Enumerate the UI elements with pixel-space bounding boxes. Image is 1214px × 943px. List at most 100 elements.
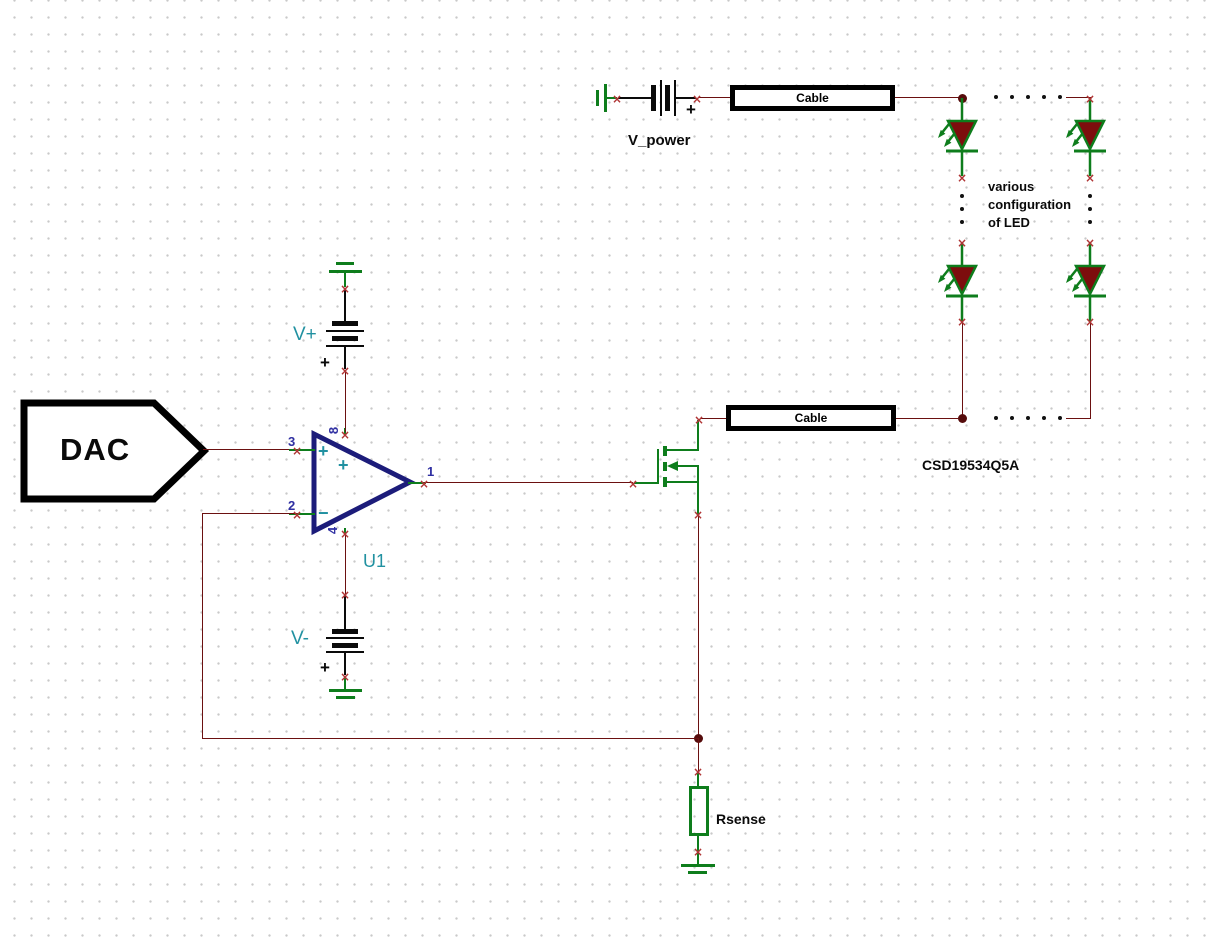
wire — [896, 418, 958, 419]
wire — [345, 371, 346, 432]
opamp-pin3-number: 3 — [288, 434, 296, 449]
mosfet-source-lead — [667, 481, 699, 483]
pin-x-icon: × — [291, 508, 303, 522]
pin-x-icon: × — [339, 282, 351, 296]
vplus-ground-bar — [329, 270, 362, 273]
pin-x-icon: × — [339, 428, 351, 442]
mosfet-source-lead — [697, 465, 699, 515]
pin-x-icon: × — [339, 527, 351, 541]
ellipsis-dot — [1088, 207, 1092, 211]
vminus-battery-plate — [326, 637, 364, 639]
pin-x-icon: × — [1084, 92, 1096, 106]
opamp-pin4-number: 4 — [325, 526, 341, 535]
led-note-line2: configuration — [988, 197, 1072, 212]
vpower-battery[interactable] — [651, 85, 656, 111]
pin-x-icon: × — [1084, 171, 1096, 185]
wire — [698, 739, 699, 771]
mosfet-gate-bar[interactable] — [657, 449, 659, 484]
opamp-minus-marker: − — [318, 503, 329, 523]
pin-x-icon: × — [956, 236, 968, 250]
led-note-line1: various — [988, 179, 1035, 194]
wire — [698, 515, 699, 738]
ellipsis-dot — [994, 95, 998, 99]
ellipsis-dot — [1058, 416, 1062, 420]
battery-plus-label: + — [686, 100, 696, 119]
vpower-ground-stub — [607, 97, 617, 99]
vminus-label: V- — [291, 628, 309, 649]
vpower-battery-plate — [674, 80, 676, 116]
vplus-ground-stub — [344, 273, 346, 287]
ellipsis-dot — [960, 194, 964, 198]
wire — [345, 533, 346, 594]
battery-plus-label: + — [320, 353, 330, 372]
vminus-battery[interactable] — [332, 629, 358, 634]
vpower-ground-icon[interactable] — [596, 90, 599, 106]
ellipsis-dot — [1042, 416, 1046, 420]
mosfet-gate-wire — [634, 482, 659, 484]
vplus-battery-plate — [332, 336, 358, 341]
pin-x-icon: × — [956, 171, 968, 185]
junction-dot — [958, 414, 967, 423]
wire — [1066, 97, 1091, 98]
vminus-ground-stub — [344, 677, 346, 689]
mosfet-drain-lead — [697, 420, 699, 451]
ellipsis-dot — [960, 207, 964, 211]
rsense-label: Rsense — [716, 811, 766, 827]
mosfet-channel-bar — [663, 462, 667, 471]
pin-x-icon: × — [692, 508, 704, 522]
pin-x-icon: × — [418, 477, 430, 491]
vplus-battery-plate — [326, 330, 364, 332]
wire — [895, 97, 962, 98]
cable-bottom-label: Cable — [794, 411, 828, 425]
opamp-pin8-stub — [344, 428, 346, 436]
opamp-pin1-stub — [408, 482, 426, 484]
pin-x-icon: × — [627, 477, 639, 491]
mosfet-body-arrow-icon — [667, 461, 678, 471]
ellipsis-dot — [1026, 416, 1030, 420]
vplus-battery-plate — [326, 345, 364, 347]
ellipsis-dot — [960, 220, 964, 224]
led-emission-arrows-icon — [1066, 268, 1084, 292]
led[interactable] — [932, 243, 980, 323]
vplus-battery-lead — [344, 289, 346, 321]
wire — [202, 738, 699, 739]
wire — [424, 482, 633, 483]
vplus-label: V+ — [293, 324, 317, 345]
led-emission-arrows-icon — [1066, 123, 1084, 147]
led-emission-arrows-icon — [938, 123, 956, 147]
vminus-ground-icon[interactable] — [329, 689, 362, 692]
ellipsis-dot — [1026, 95, 1030, 99]
led[interactable] — [1060, 98, 1108, 178]
opamp-symbol[interactable] — [310, 429, 416, 536]
rsense-ground-bar — [688, 871, 707, 874]
rsense-lead — [697, 836, 699, 851]
opamp-pin4-stub — [344, 528, 346, 535]
vminus-battery-plate — [332, 643, 358, 648]
led[interactable] — [932, 98, 980, 178]
pin-x-icon: × — [339, 670, 351, 684]
pin-x-icon: × — [611, 92, 623, 106]
opamp-center-plus-marker: + — [338, 455, 349, 475]
dac-symbol[interactable] — [20, 399, 210, 505]
pin-x-icon: × — [339, 364, 351, 378]
led[interactable] — [1060, 243, 1108, 323]
mosfet-channel-bar — [663, 446, 667, 456]
vpower-battery-lead — [676, 97, 696, 99]
ellipsis-dot — [1042, 95, 1046, 99]
opamp-plus-marker: + — [318, 441, 329, 461]
vplus-ground-icon[interactable] — [336, 262, 354, 265]
ellipsis-dot — [1010, 416, 1014, 420]
vpower-battery-plate — [665, 85, 670, 111]
vpower-ground-bar — [604, 84, 607, 112]
opamp-pin1-number: 1 — [427, 464, 435, 479]
cable-top[interactable]: Cable — [730, 85, 895, 111]
vplus-battery[interactable] — [332, 321, 358, 326]
cable-bottom[interactable]: Cable — [726, 405, 896, 431]
pin-x-icon: × — [692, 845, 704, 859]
wire — [962, 322, 963, 418]
pin-x-icon: × — [1084, 315, 1096, 329]
rsense-resistor[interactable] — [689, 786, 709, 836]
rsense-ground-icon[interactable] — [681, 864, 715, 867]
pin-x-icon: × — [691, 92, 703, 106]
